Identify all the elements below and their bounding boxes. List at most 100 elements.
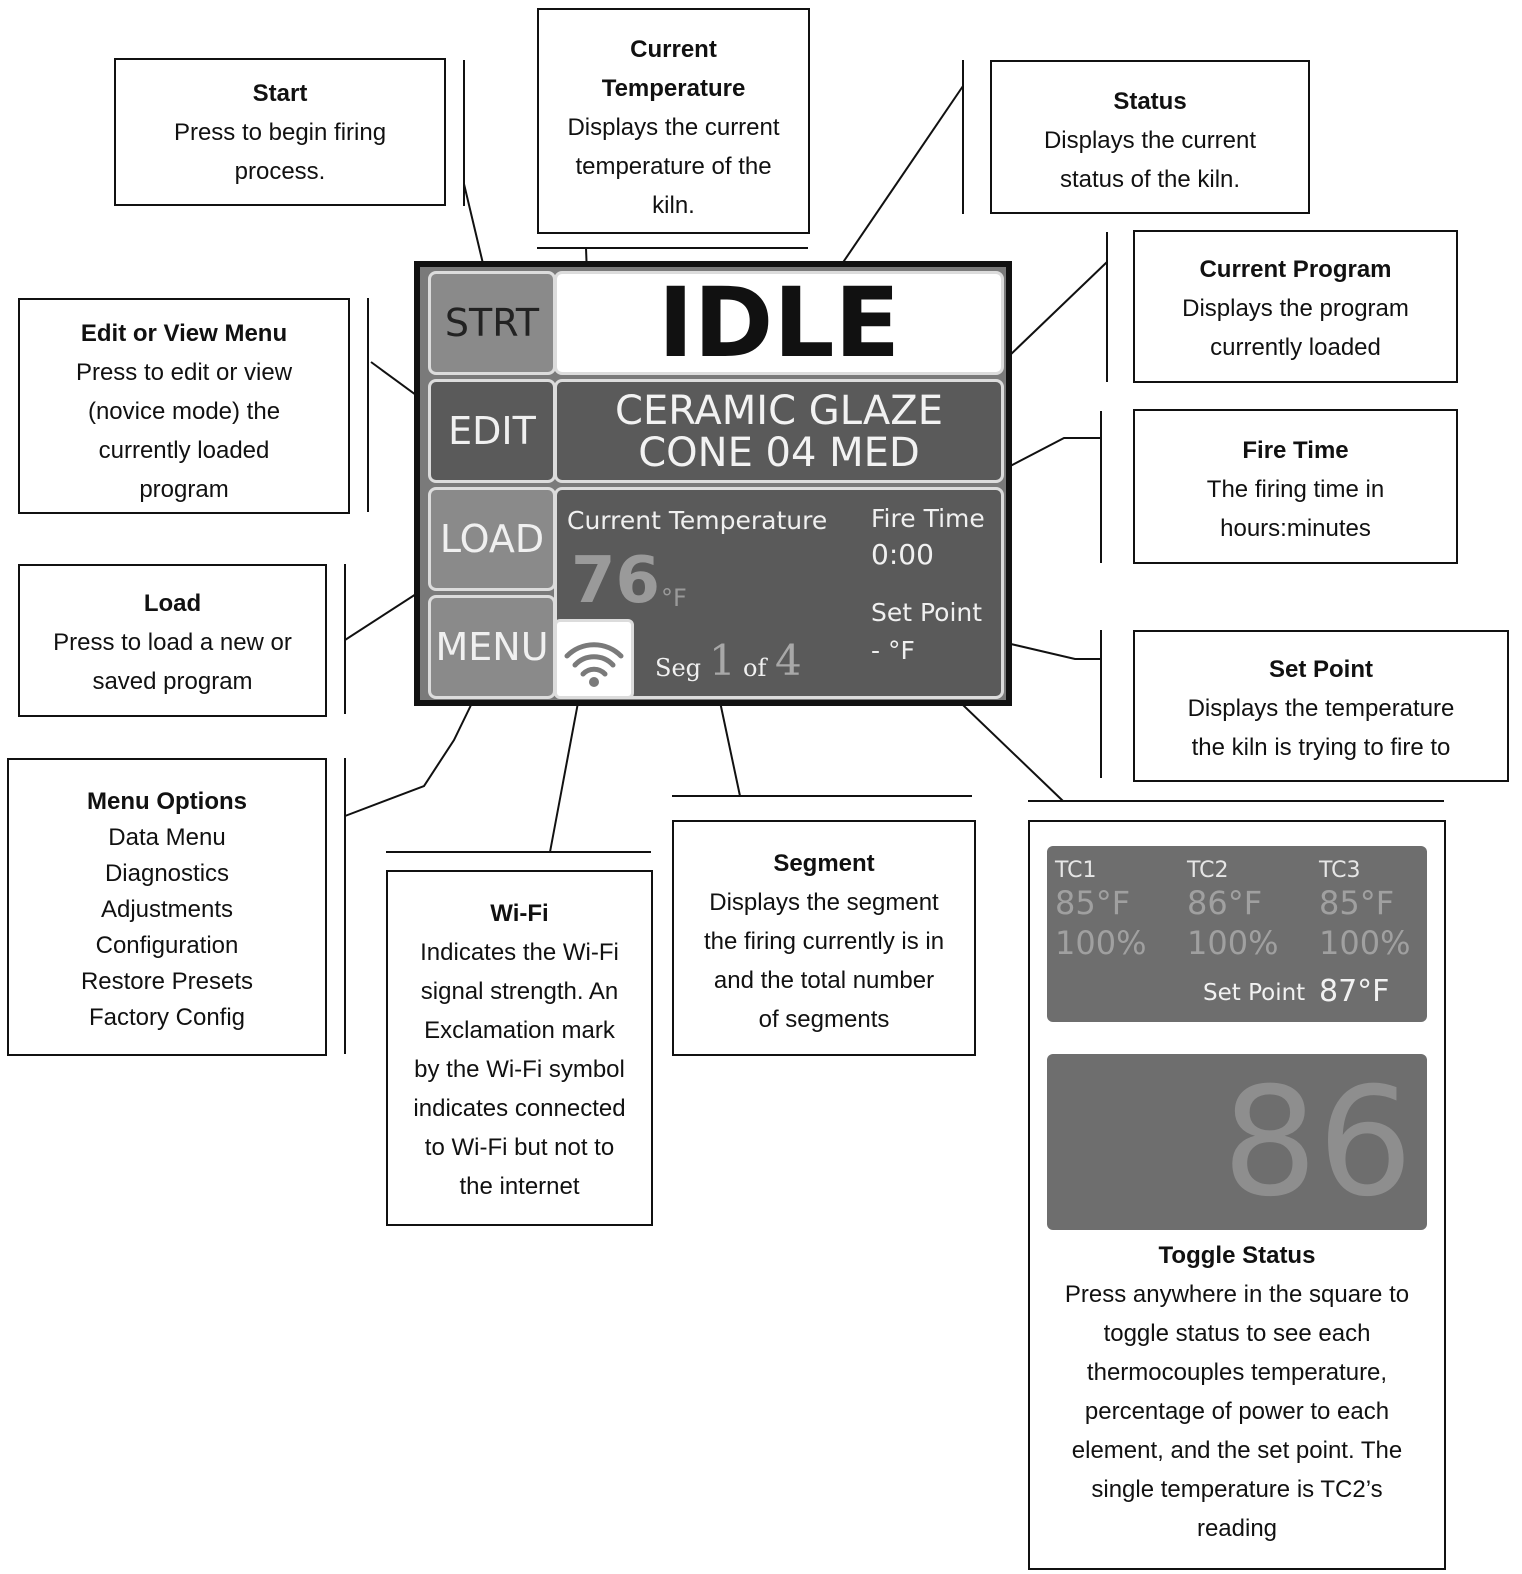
callout-title: Temperature (601, 75, 746, 102)
callout-line: to Wi-Fi but not to (424, 1134, 615, 1161)
toggle-status-description: Toggle Status Press anywhere in the squa… (1030, 1236, 1444, 1548)
callout-line: Displays the current (1043, 127, 1257, 154)
tc-power: 100% (1319, 924, 1411, 962)
callout-edit: Edit or View Menu Press to edit or view … (18, 298, 350, 514)
callout-load: Load Press to load a new or saved progra… (18, 564, 327, 717)
tc-power: 100% (1055, 924, 1147, 962)
menu-button[interactable]: MENU (428, 595, 556, 699)
thermocouple-status-view[interactable]: TC1 85°F 100% TC2 86°F 100% TC3 85°F 100… (1047, 846, 1427, 1022)
callout-line: kiln. (652, 192, 695, 219)
callout-title: Status (1113, 88, 1187, 115)
wifi-status (554, 619, 634, 699)
set-point-value: 87°F (1319, 974, 1390, 1009)
program-line: CERAMIC GLAZE (615, 388, 943, 434)
fire-time-label: Fire Time (871, 504, 985, 533)
menu-option: Adjustments (100, 896, 234, 923)
current-temperature-unit: °F (661, 584, 687, 612)
callout-title: Set Point (1268, 656, 1373, 683)
callout-line: toggle status to see each (1103, 1320, 1371, 1347)
segment-total: 4 (775, 636, 802, 685)
callout-line: and the total number (713, 967, 935, 994)
menu-option: Diagnostics (104, 860, 230, 887)
callout-line: single temperature is TC2’s (1091, 1476, 1383, 1503)
menu-option: Factory Config (88, 1004, 246, 1031)
current-program-display: CERAMIC GLAZE CONE 04 MED (554, 379, 1004, 483)
callout-line: currently loaded (98, 437, 270, 464)
callout-title: Wi-Fi (490, 900, 549, 927)
callout-set-point: Set Point Displays the temperature the k… (1133, 630, 1509, 782)
set-point-value: - °F (871, 636, 915, 665)
callout-line: the internet (459, 1173, 580, 1200)
callout-title: Start (252, 80, 308, 107)
callout-line: Displays the temperature (1187, 695, 1455, 722)
callout-line: The firing time in (1206, 476, 1385, 503)
callout-line: element, and the set point. The (1071, 1437, 1403, 1464)
segment-prefix: Seg (655, 654, 702, 682)
fire-time-value: 0:00 (871, 538, 934, 571)
tc-name: TC3 (1319, 858, 1361, 883)
callout-line: Press anywhere in the square to (1064, 1281, 1410, 1308)
callout-line: saved program (92, 668, 253, 695)
callout-line: by the Wi-Fi symbol (414, 1056, 625, 1083)
tc-temp: 86°F (1187, 884, 1263, 922)
callout-line: program (139, 476, 229, 503)
callout-title: Segment (773, 850, 875, 877)
edit-button[interactable]: EDIT (428, 379, 556, 483)
segment-current: 1 (709, 636, 736, 685)
callout-start: Start Press to begin firing process. (114, 58, 446, 206)
wifi-icon (564, 642, 624, 687)
callout-line: the firing currently is in (703, 928, 945, 955)
menu-option: Restore Presets (80, 968, 254, 995)
menu-option: Configuration (95, 932, 239, 959)
tc-temp: 85°F (1055, 884, 1131, 922)
callout-current-program: Current Program Displays the program cur… (1133, 230, 1458, 383)
callout-line: currently loaded (1210, 334, 1381, 361)
callout-menu-options: Menu Options Data Menu Diagnostics Adjus… (7, 758, 327, 1056)
start-button[interactable]: STRT (428, 271, 556, 375)
current-temperature-label: Current Temperature (567, 506, 828, 535)
callout-line: Press to begin firing (173, 119, 387, 146)
callout-status: Status Displays the current status of th… (990, 60, 1310, 214)
callout-fire-time: Fire Time The firing time in hours:minut… (1133, 409, 1458, 564)
callout-line: hours:minutes (1220, 515, 1371, 542)
callout-line: (novice mode) the (87, 398, 281, 425)
callout-line: percentage of power to each (1084, 1398, 1390, 1425)
callout-title: Menu Options (87, 788, 247, 815)
program-line: CONE 04 MED (638, 430, 920, 476)
callout-line: the kiln is trying to fire to (1191, 734, 1451, 761)
callout-line: indicates connected (413, 1095, 626, 1122)
current-temperature-value: 76 (571, 544, 661, 618)
callout-line: of segments (758, 1006, 890, 1033)
callout-line: Exclamation mark (424, 1017, 615, 1044)
callout-line: Displays the segment (709, 889, 939, 916)
callout-title: Load (143, 590, 202, 617)
menu-option: Data Menu (108, 824, 226, 851)
load-button[interactable]: LOAD (428, 487, 556, 591)
set-point-label: Set Point (871, 598, 983, 627)
callout-line: reading (1196, 1515, 1278, 1542)
set-point-label: Set Point (1203, 980, 1306, 1006)
callout-line: Press to edit or view (75, 359, 293, 386)
tc-name: TC2 (1187, 858, 1229, 883)
callout-line: Indicates the Wi-Fi (420, 939, 619, 966)
single-temperature-value: 86 (1222, 1056, 1413, 1230)
callout-title: Current (630, 36, 717, 63)
single-temperature-view[interactable]: 86 (1047, 1054, 1427, 1230)
callout-line: thermocouples temperature, (1086, 1359, 1388, 1386)
segment-of: of (743, 654, 767, 682)
callout-current-temperature: Current Temperature Displays the current… (537, 8, 810, 234)
callout-toggle-status: TC1 85°F 100% TC2 86°F 100% TC3 85°F 100… (1028, 820, 1446, 1570)
callout-line: Displays the current (567, 114, 780, 141)
tc-temp: 85°F (1319, 884, 1395, 922)
callout-line: Displays the program (1182, 295, 1409, 322)
callout-wifi: Wi-Fi Indicates the Wi-Fi signal strengt… (386, 870, 653, 1226)
callout-title: Fire Time (1242, 437, 1349, 464)
callout-title: Edit or View Menu (80, 320, 288, 347)
callout-line: process. (234, 158, 326, 185)
tc-name: TC1 (1055, 858, 1097, 883)
callout-title: Toggle Status (1158, 1242, 1316, 1269)
callout-title: Current Program (1199, 256, 1392, 283)
callout-line: temperature of the (575, 153, 772, 180)
callout-line: Press to load a new or (53, 629, 292, 656)
callout-line: signal strength. An (420, 978, 619, 1005)
